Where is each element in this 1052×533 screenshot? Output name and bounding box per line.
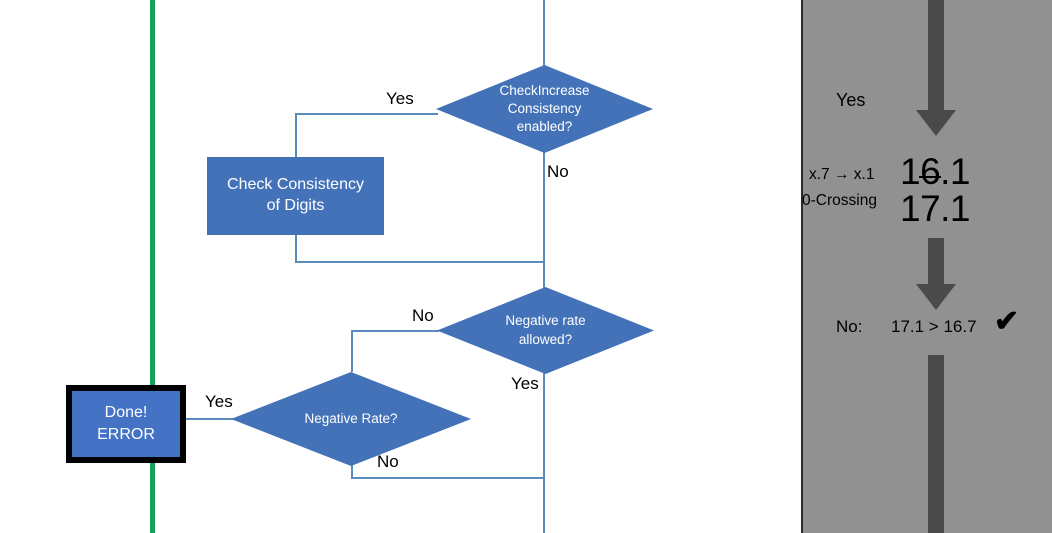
edge-label-checkincrease-yes: Yes — [386, 89, 414, 108]
connector-checkincrease-no — [543, 152, 545, 262]
panel-arrow-down-2 — [916, 238, 956, 310]
process-check-consistency-line2: of Digits — [266, 197, 325, 214]
edge-label-negative-allowed-no: No — [412, 306, 434, 325]
connector-spine-to-negative-allowed — [543, 261, 545, 301]
panel-arrow-down-1 — [916, 0, 956, 136]
green-divider-line — [150, 0, 155, 533]
panel-value-old: 16.1 — [900, 151, 971, 192]
terminator-done-error[interactable]: Done! ERROR — [66, 385, 186, 463]
connector-checkincrease-yes-down — [295, 113, 297, 158]
panel-yes-label: Yes — [836, 90, 866, 110]
panel-rule-label-line1: x.7 → x.1 — [809, 166, 875, 183]
side-panel — [801, 0, 1052, 533]
connector-spine-bottom — [543, 477, 545, 533]
connector-consistency-return-down — [295, 234, 297, 262]
panel-rule-label-line2: 0-Crossing — [802, 192, 877, 209]
panel-bar-bottom — [928, 355, 944, 533]
connector-checkincrease-yes-horizontal — [295, 113, 438, 115]
decision-check-increase-consistency[interactable]: CheckIncrease Consistency enabled? — [436, 65, 653, 153]
edge-label-done-error-yes: Yes — [205, 392, 233, 411]
panel-result-prefix: No: — [836, 317, 863, 336]
panel-comparison: 17.1 > 16.7 — [891, 317, 977, 336]
connector-done-error-yes — [174, 418, 236, 420]
edge-label-negative-rate-no: No — [377, 452, 399, 471]
connector-spine-top — [543, 0, 545, 88]
panel-value-old-strikethrough — [919, 176, 941, 178]
process-check-consistency-of-digits[interactable]: Check Consistency of Digits — [207, 157, 384, 235]
panel-check-icon: ✔ — [994, 305, 1020, 338]
terminator-done-error-line1: Done! — [104, 404, 148, 422]
edge-label-checkincrease-no: No — [547, 162, 569, 181]
panel-value-new: 17.1 — [900, 188, 971, 229]
decision-negative-rate[interactable]: Negative Rate? — [231, 372, 471, 466]
terminator-done-error-line2: ERROR — [97, 426, 155, 443]
connector-negative-allowed-no-horizontal — [351, 330, 439, 332]
connector-negative-allowed-yes-down — [543, 360, 545, 478]
process-check-consistency-label: Check Consistency of Digits — [227, 175, 364, 217]
decision-negative-rate-allowed[interactable]: Negative rate allowed? — [437, 287, 654, 374]
process-check-consistency-line1: Check Consistency — [227, 176, 364, 194]
connector-negative-rate-no-horizontal — [351, 477, 545, 479]
connector-negative-allowed-no-down — [351, 330, 353, 372]
edge-label-negative-allowed-yes: Yes — [511, 374, 539, 393]
connector-consistency-return-horizontal — [295, 261, 544, 263]
